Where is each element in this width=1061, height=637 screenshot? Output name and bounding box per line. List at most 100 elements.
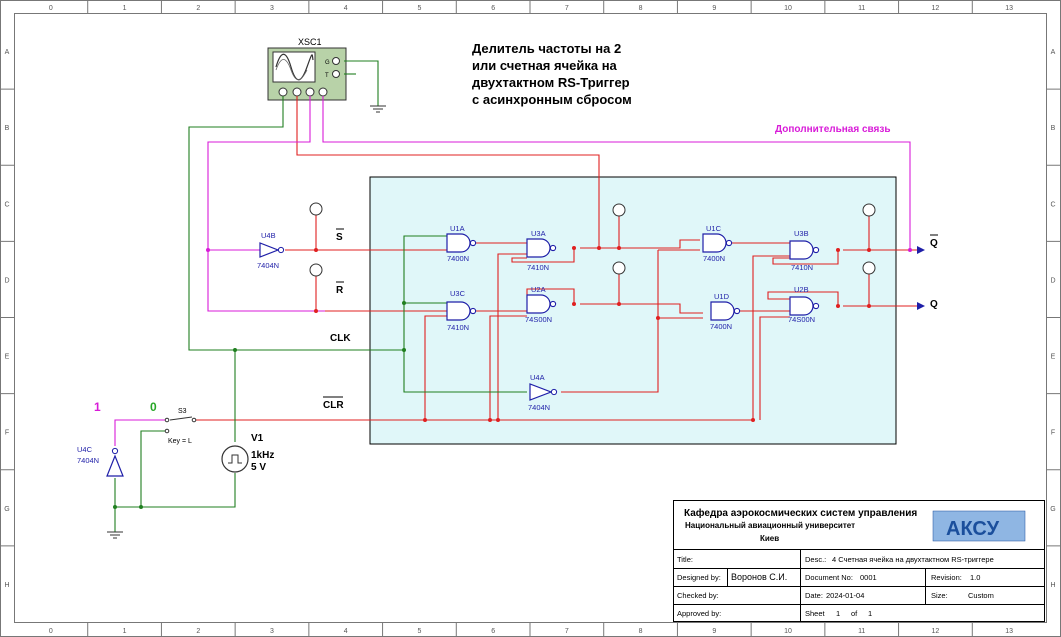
svg-text:U1A: U1A <box>450 224 465 233</box>
ruler-row-label: A <box>1051 49 1056 56</box>
wires-red <box>196 96 917 421</box>
scope-pin-t: T <box>325 73 329 79</box>
ruler-row-label: G <box>4 506 9 513</box>
ruler-col-label: 13 <box>1005 5 1013 12</box>
ruler-col-label: 1 <box>123 5 127 12</box>
source-freq: 1kHz <box>251 450 274 461</box>
ruler-row-label: D <box>1050 277 1055 284</box>
ruler-row-label: D <box>4 277 9 284</box>
ruler-row-label: B <box>5 125 10 132</box>
svg-text:Воронов С.И.: Воронов С.И. <box>731 572 787 582</box>
signal-s-label: S <box>336 232 343 243</box>
ruler-col-label: 9 <box>712 5 716 12</box>
probe-q[interactable] <box>862 261 876 275</box>
svg-text:Date:: Date: <box>805 591 823 600</box>
gate-u4a[interactable] <box>529 383 558 401</box>
svg-text:U1C: U1C <box>706 224 722 233</box>
q-arrow-icon <box>917 302 925 310</box>
ruler-col-label: 1 <box>123 628 127 635</box>
signal-q-bar-label: Q <box>930 238 938 249</box>
svg-text:Title:: Title: <box>677 555 693 564</box>
source-volt: 5 V <box>251 462 266 473</box>
probe-master-q[interactable] <box>612 203 626 217</box>
svg-text:U4A: U4A <box>530 373 545 382</box>
svg-text:2024-01-04: 2024-01-04 <box>826 591 864 600</box>
svg-text:1: 1 <box>836 609 840 618</box>
svg-text:U3C: U3C <box>450 289 466 298</box>
signal-clr-label: CLR <box>323 400 344 411</box>
svg-text:1.0: 1.0 <box>970 573 980 582</box>
extra-link-label: Дополнительная связь <box>775 124 891 135</box>
svg-text:Checked by:: Checked by: <box>677 591 719 600</box>
ruler-row-label: F <box>5 430 9 437</box>
probe-s[interactable] <box>309 202 323 216</box>
svg-text:7404N: 7404N <box>257 261 279 270</box>
ruler-row-label: E <box>1051 354 1056 361</box>
svg-text:7400N: 7400N <box>703 254 725 263</box>
ruler-col-label: 5 <box>417 628 421 635</box>
svg-text:Desc.:: Desc.: <box>805 555 826 564</box>
probe-master-qn[interactable] <box>612 261 626 275</box>
svg-text:7410N: 7410N <box>791 263 813 272</box>
ruler-col-label: 0 <box>49 628 53 635</box>
probe-q-bar[interactable] <box>862 203 876 217</box>
ruler-col-label: 6 <box>491 5 495 12</box>
svg-text:Revision:: Revision: <box>931 573 962 582</box>
ruler-col-label: 10 <box>784 5 792 12</box>
gate-u4c[interactable] <box>106 447 124 477</box>
ruler-row-label: H <box>4 582 9 589</box>
svg-text:7404N: 7404N <box>77 456 99 465</box>
ruler-row-label: F <box>1051 430 1055 437</box>
ruler-col-label: 2 <box>196 628 200 635</box>
source-name: V1 <box>251 433 264 444</box>
gate-u4b[interactable] <box>259 242 285 258</box>
svg-text:of: of <box>851 609 858 618</box>
scope-pin-g: G <box>325 60 330 66</box>
ruler-col-label: 7 <box>565 628 569 635</box>
ruler-col-label: 6 <box>491 628 495 635</box>
clock-source-v1[interactable] <box>221 445 249 473</box>
svg-text:7410N: 7410N <box>447 323 469 332</box>
svg-text:U3B: U3B <box>794 229 809 238</box>
switch-state-one: 1 <box>94 400 101 414</box>
title-block <box>673 500 1045 622</box>
aksu-logo <box>932 510 1026 542</box>
ruler-col-label: 3 <box>270 628 274 635</box>
ruler-col-label: 8 <box>639 5 643 12</box>
svg-text:Size:: Size: <box>931 591 948 600</box>
scope-label: XSC1 <box>298 37 322 47</box>
signal-q-label: Q <box>930 299 938 310</box>
ruler-col-label: 11 <box>858 5 865 12</box>
svg-text:4 Счетная ячейка на двухтактно: 4 Счетная ячейка на двухтактном RS-тригг… <box>832 555 994 564</box>
svg-text:7400N: 7400N <box>447 254 469 263</box>
ruler-row-label: E <box>5 354 10 361</box>
svg-text:U2A: U2A <box>531 285 546 294</box>
switch-key: Key = L <box>168 438 192 445</box>
ruler-col-label: 7 <box>565 5 569 12</box>
ruler-row-label: B <box>1051 125 1056 132</box>
oscilloscope[interactable]: G T <box>267 47 347 101</box>
switch-s3[interactable] <box>164 416 197 434</box>
ruler-col-label: 4 <box>344 628 348 635</box>
ruler-col-label: 10 <box>784 628 792 635</box>
title-line-2: или счетная ячейка на <box>472 58 618 73</box>
org-line-2: Национальный авиационный университет <box>685 521 855 530</box>
ruler-col-label: 12 <box>932 628 940 635</box>
title-line-1: Делитель частоты на 2 <box>472 41 621 56</box>
probe-r[interactable] <box>309 263 323 277</box>
ruler-col-label: 11 <box>858 628 865 635</box>
svg-text:U2B: U2B <box>794 285 809 294</box>
square-wave-icon <box>228 454 242 464</box>
ruler-col-label: 2 <box>196 5 200 12</box>
wires-magenta <box>114 96 911 446</box>
logo-text: АКСУ <box>946 518 1000 540</box>
switch-state-zero: 0 <box>150 400 157 414</box>
svg-text:0001: 0001 <box>860 573 877 582</box>
ruler-row-label: G <box>1050 506 1055 513</box>
ruler-col-label: 9 <box>712 628 716 635</box>
